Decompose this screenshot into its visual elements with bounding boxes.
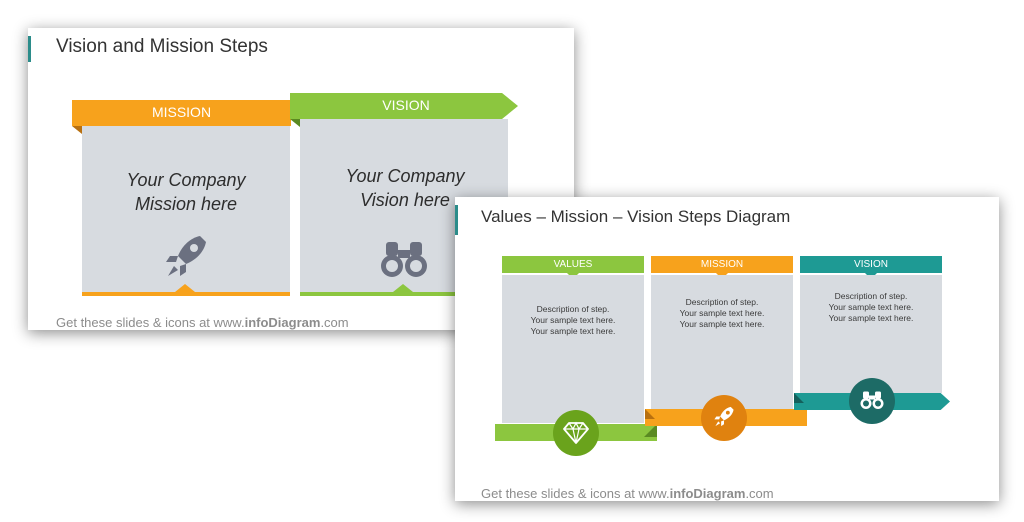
title-accent-bar	[455, 205, 458, 235]
mission-text: Your Company Mission here	[82, 168, 290, 216]
vision-ribbon	[290, 93, 518, 119]
vision-bottom-bar	[300, 292, 510, 296]
mission-desc-line1: Description of step.	[685, 297, 759, 307]
vision-desc-line3: Your sample text here.	[828, 313, 914, 323]
footer-brand: infoDiagram	[244, 315, 321, 330]
vision-ribbon-fold	[290, 119, 300, 127]
values-desc-line2: Your sample text here.	[530, 315, 616, 325]
vision-desc-line2: Your sample text here.	[828, 302, 914, 312]
vision-text: Your Company Vision here	[300, 164, 510, 212]
rocket-icon	[166, 236, 206, 276]
mission-bottom-notch	[175, 284, 195, 292]
title-accent-bar	[28, 36, 31, 62]
values-icon-circle	[553, 410, 599, 456]
mission-text-line1: Your Company	[126, 170, 246, 190]
vision-text-line2: Vision here	[360, 190, 450, 210]
mission-desc-line3: Your sample text here.	[679, 319, 765, 329]
footer-prefix: Get these slides & icons at www.	[56, 315, 245, 330]
mission-description: Description of step. Your sample text he…	[651, 297, 793, 330]
footer-suffix: .com	[320, 315, 349, 330]
values-label: VALUES	[553, 259, 593, 270]
vision-desc-line1: Description of step.	[834, 291, 908, 301]
mission-desc-line2: Your sample text here.	[679, 308, 765, 318]
values-desc-line1: Description of step.	[536, 304, 610, 314]
vision-header	[800, 256, 942, 273]
footer-brand: infoDiagram	[669, 486, 746, 501]
mission-ribbon-fold	[72, 126, 82, 134]
slide-values-mission-vision: Values – Mission – Vision Steps Diagram …	[455, 197, 999, 501]
vision-description: Description of step. Your sample text he…	[800, 291, 942, 324]
mission-header	[651, 256, 793, 273]
mission-text-line2: Mission here	[134, 194, 238, 214]
mission-bottom-bar	[82, 292, 290, 296]
values-base-fold	[644, 424, 657, 437]
footer-prefix: Get these slides & icons at www.	[481, 486, 670, 501]
rocket-icon	[714, 406, 734, 427]
mission-panel	[651, 275, 793, 409]
vision-label: VISION	[854, 259, 888, 270]
diamond-icon	[563, 421, 589, 444]
slide-footer: Get these slides & icons at www.infoDiag…	[481, 486, 774, 501]
slide-title: Values – Mission – Vision Steps Diagram	[481, 207, 791, 226]
vision-base-fold	[794, 393, 804, 403]
vision-panel	[800, 275, 942, 393]
values-desc-line3: Your sample text here.	[530, 326, 616, 336]
mission-label: MISSION	[151, 104, 212, 120]
values-description: Description of step. Your sample text he…	[502, 304, 644, 337]
mission-base-fold	[645, 409, 655, 419]
mission-ribbon	[72, 100, 291, 126]
slide-title: Vision and Mission Steps	[56, 36, 268, 57]
slide-footer: Get these slides & icons at www.infoDiag…	[56, 315, 349, 330]
binoculars-icon	[860, 391, 884, 409]
vision-icon-circle	[849, 378, 895, 424]
binoculars-icon	[381, 242, 427, 277]
vision-label: VISION	[382, 97, 430, 113]
mission-label: MISSION	[700, 259, 744, 270]
footer-suffix: .com	[745, 486, 774, 501]
vision-text-line1: Your Company	[345, 166, 465, 186]
values-header	[502, 256, 644, 273]
values-panel	[502, 275, 644, 423]
vision-bottom-notch	[393, 284, 413, 292]
slide-vision-mission: Vision and Mission Steps MISSION Your Co…	[28, 28, 574, 330]
